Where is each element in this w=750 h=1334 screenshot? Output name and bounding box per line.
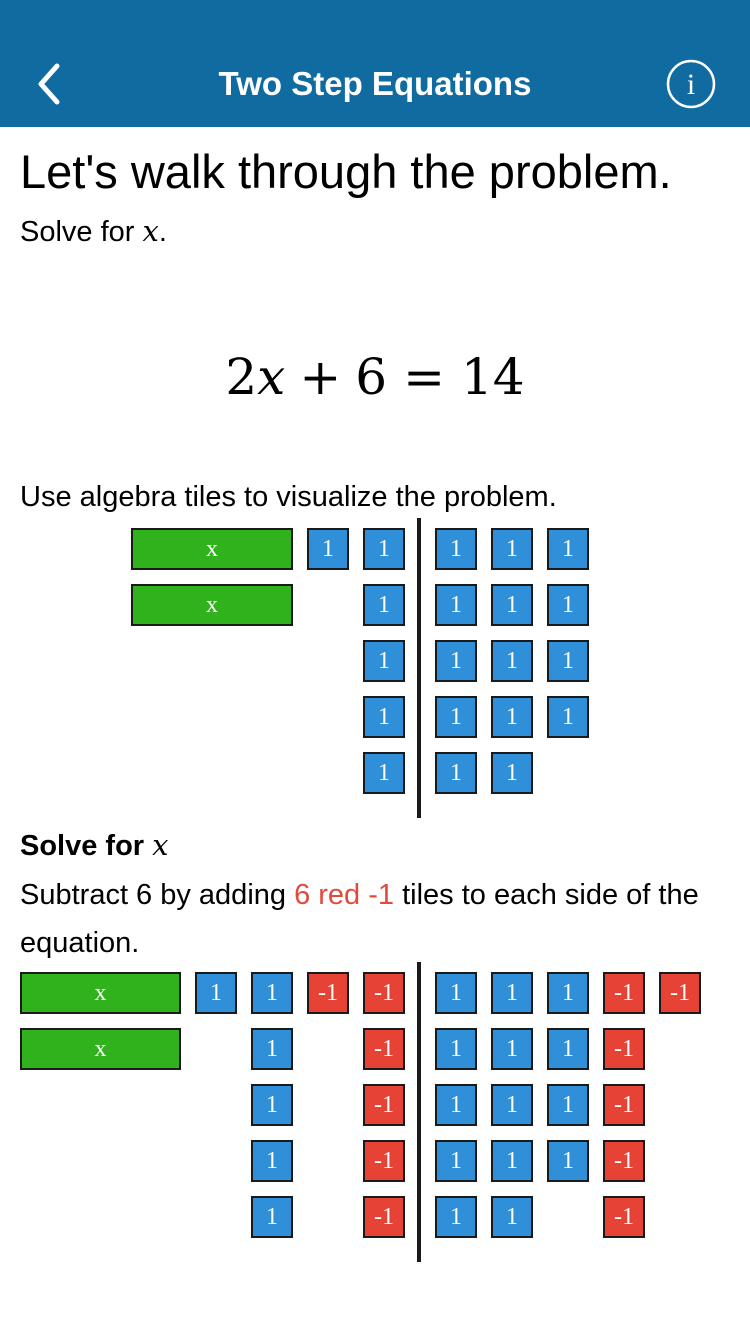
chevron-left-icon [38, 63, 60, 105]
unit-tile-negative: -1 [603, 972, 645, 1014]
solve-desc-highlight: 6 red -1 [294, 879, 395, 911]
unit-tile-positive: 1 [251, 1084, 293, 1126]
unit-tile-positive: 1 [251, 1196, 293, 1238]
unit-tile-negative: -1 [363, 1196, 405, 1238]
unit-tile-positive: 1 [251, 972, 293, 1014]
equation-equals: = [403, 348, 445, 406]
unit-tile-positive: 1 [491, 696, 533, 738]
unit-tile-positive: 1 [251, 1140, 293, 1182]
info-circle-icon: i [666, 59, 716, 109]
unit-tile-positive: 1 [491, 752, 533, 794]
instruction-prefix: Solve for [20, 216, 143, 248]
solve-title-prefix: Solve for [20, 830, 153, 862]
unit-tile-positive: 1 [435, 1196, 477, 1238]
solve-title-variable: x [152, 828, 169, 862]
instruction-text: Solve for x. [20, 212, 167, 251]
x-tile: x [20, 1028, 181, 1070]
unit-tile-positive: 1 [547, 528, 589, 570]
unit-tile-positive: 1 [547, 696, 589, 738]
unit-tile-positive: 1 [491, 1196, 533, 1238]
solve-title: Solve for x [20, 826, 169, 865]
unit-tile-positive: 1 [547, 1084, 589, 1126]
unit-tile-negative: -1 [307, 972, 349, 1014]
visualize-text: Use algebra tiles to visualize the probl… [20, 481, 557, 513]
nav-bar: Two Step Equations i [0, 0, 750, 127]
unit-tile-positive: 1 [547, 1028, 589, 1070]
unit-tile-positive: 1 [251, 1028, 293, 1070]
x-tile: x [131, 584, 293, 626]
equation: 2x+6 = 14 [0, 342, 750, 412]
unit-tile-negative: -1 [363, 1028, 405, 1070]
equation-rhs: 14 [461, 348, 525, 406]
unit-tile-negative: -1 [603, 1196, 645, 1238]
unit-tile-positive: 1 [491, 1084, 533, 1126]
unit-tile-positive: 1 [195, 972, 237, 1014]
unit-tile-negative: -1 [603, 1084, 645, 1126]
unit-tile-positive: 1 [363, 696, 405, 738]
unit-tile-positive: 1 [547, 584, 589, 626]
instruction-variable: x [142, 214, 159, 248]
unit-tile-negative: -1 [363, 1084, 405, 1126]
unit-tile-positive: 1 [491, 1140, 533, 1182]
unit-tile-positive: 1 [435, 1140, 477, 1182]
unit-tile-positive: 1 [363, 640, 405, 682]
equation-coefficient: 2 [225, 348, 258, 406]
solve-desc-prefix: Subtract 6 by adding [20, 879, 295, 911]
page-title: Two Step Equations [218, 65, 532, 102]
unit-tile-positive: 1 [435, 584, 477, 626]
lesson-heading: Let's walk through the problem. [20, 145, 672, 198]
unit-tile-positive: 1 [435, 752, 477, 794]
equation-variable: x [257, 348, 286, 406]
unit-tile-positive: 1 [547, 972, 589, 1014]
instruction-suffix: . [158, 216, 167, 248]
unit-tile-positive: 1 [435, 972, 477, 1014]
unit-tile-positive: 1 [363, 584, 405, 626]
equals-divider [417, 962, 421, 1262]
unit-tile-positive: 1 [363, 752, 405, 794]
svg-text:i: i [687, 68, 695, 101]
unit-tile-negative: -1 [363, 972, 405, 1014]
unit-tile-positive: 1 [491, 640, 533, 682]
unit-tile-positive: 1 [547, 640, 589, 682]
unit-tile-positive: 1 [435, 528, 477, 570]
unit-tile-positive: 1 [363, 528, 405, 570]
info-button[interactable]: i [666, 59, 716, 109]
unit-tile-positive: 1 [307, 528, 349, 570]
unit-tile-positive: 1 [435, 1084, 477, 1126]
unit-tile-positive: 1 [491, 972, 533, 1014]
unit-tile-negative: -1 [603, 1140, 645, 1182]
unit-tile-positive: 1 [435, 696, 477, 738]
back-button[interactable] [26, 62, 70, 106]
unit-tile-positive: 1 [547, 1140, 589, 1182]
equation-plus: + [299, 348, 342, 406]
unit-tile-positive: 1 [491, 1028, 533, 1070]
equation-constant: 6 [355, 348, 388, 406]
solve-description: Subtract 6 by adding 6 red -1 tiles to e… [20, 871, 730, 967]
unit-tile-positive: 1 [435, 640, 477, 682]
unit-tile-negative: -1 [363, 1140, 405, 1182]
equals-divider [417, 518, 421, 818]
unit-tile-negative: -1 [659, 972, 701, 1014]
unit-tile-positive: 1 [491, 528, 533, 570]
unit-tile-positive: 1 [435, 1028, 477, 1070]
unit-tile-negative: -1 [603, 1028, 645, 1070]
unit-tile-positive: 1 [491, 584, 533, 626]
x-tile: x [131, 528, 293, 570]
x-tile: x [20, 972, 181, 1014]
solve-desc-suffix: tiles to each side of the equation. [20, 879, 699, 959]
